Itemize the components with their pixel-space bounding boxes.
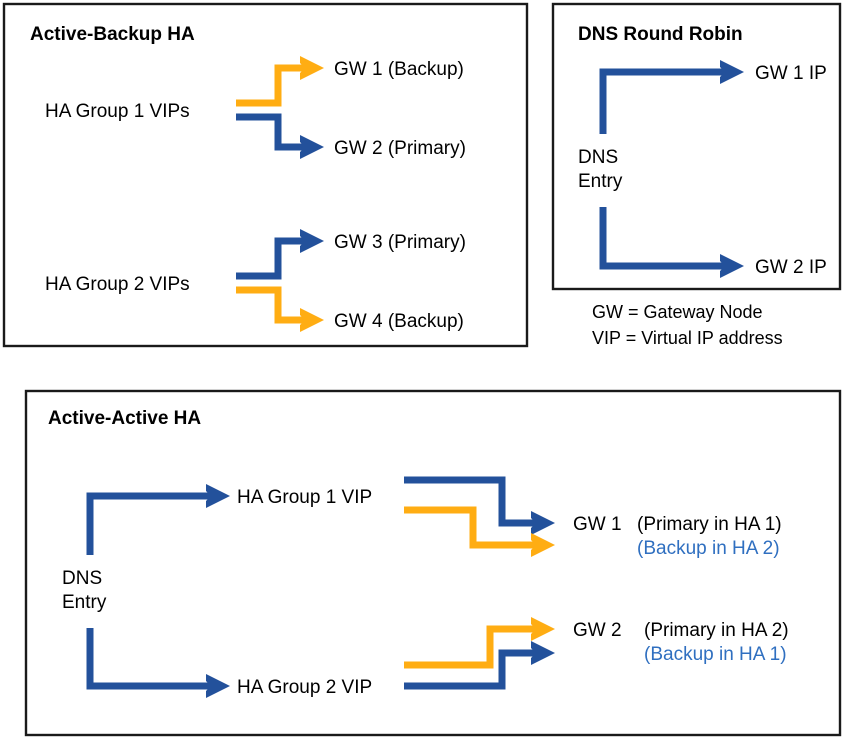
active-active-gw-1-primary-role: (Primary in HA 1) xyxy=(637,514,782,535)
ha-group-1-vips-label: HA Group 1 VIPs xyxy=(45,101,190,122)
flow-line-dns-gw2 xyxy=(599,207,723,270)
flow-group2-to-gw4-backup xyxy=(236,286,324,332)
flow-line-dns-gw1 xyxy=(599,68,723,134)
flow-line-group1-backup xyxy=(236,64,303,107)
flow-line-vip2-gw2-primary xyxy=(404,625,534,669)
active-active-dns-entry-label-line2: Entry xyxy=(62,592,107,613)
arrowhead-vip2-gw1-backup xyxy=(531,533,555,557)
flow-line-group2-backup xyxy=(236,286,303,324)
flow-group2-to-gw3-primary xyxy=(236,229,324,280)
legend-line-gw: GW = Gateway Node xyxy=(592,302,763,322)
dns-entry-label-line2: Entry xyxy=(578,171,623,192)
arrowhead-dns-vip1 xyxy=(206,484,230,508)
gw-1-backup-label: GW 1 (Backup) xyxy=(334,59,464,80)
flow-group1-to-gw2-primary xyxy=(236,113,324,159)
flow-line-vip1-gw1-primary xyxy=(404,476,534,527)
arrowhead-dns-gw2 xyxy=(720,254,744,278)
legend-line-vip: VIP = Virtual IP address xyxy=(592,328,783,348)
flow-line-group2-primary xyxy=(236,237,303,280)
flow-line-vip2-gw1-backup xyxy=(404,506,534,549)
ha-group-2-vips-label: HA Group 2 VIPs xyxy=(45,274,190,295)
flow-vip2-to-gw2-primary xyxy=(404,617,555,669)
gw-4-backup-label: GW 4 (Backup) xyxy=(334,311,464,332)
arrowhead-group1-backup xyxy=(300,56,324,80)
arrowhead-group2-primary xyxy=(300,229,324,253)
active-active-gw-2-backup-role: (Backup in HA 1) xyxy=(644,644,787,665)
dns-round-robin-panel-title: DNS Round Robin xyxy=(578,24,743,45)
active-active-gw-2-name: GW 2 xyxy=(573,620,622,641)
gw-3-primary-label: GW 3 (Primary) xyxy=(334,232,466,253)
flow-vip2-to-gw1-backup xyxy=(404,506,555,557)
active-active-panel-border xyxy=(24,389,842,737)
gw-2-ip-label: GW 2 IP xyxy=(755,257,827,278)
active-active-gw-2-primary-role: (Primary in HA 2) xyxy=(644,620,789,641)
flow-line-vip1-gw2-backup xyxy=(404,649,534,690)
flow-dns-to-gw2-ip xyxy=(599,207,744,278)
active-active-gw-1-name: GW 1 xyxy=(573,514,622,535)
ha-group-2-vip-label: HA Group 2 VIP xyxy=(237,677,372,698)
ha-group-1-vip-label: HA Group 1 VIP xyxy=(237,487,372,508)
active-active-dns-entry-label-line1: DNS xyxy=(62,568,102,589)
flow-line-group1-primary xyxy=(236,113,303,151)
gw-1-ip-label: GW 1 IP xyxy=(755,63,827,84)
flow-vip1-to-gw2-backup xyxy=(404,641,555,690)
flow-dns-to-ha-group-1-vip xyxy=(86,484,230,555)
flow-group1-to-gw1-backup xyxy=(236,56,324,107)
flow-line-dns-vip2 xyxy=(86,628,209,690)
active-active-gw-1-backup-role: (Backup in HA 2) xyxy=(637,538,780,559)
flow-dns-to-ha-group-2-vip xyxy=(86,628,230,698)
flow-line-dns-vip1 xyxy=(86,492,209,555)
active-backup-panel-title: Active-Backup HA xyxy=(30,24,195,45)
panel-active-backup-ha: Active-Backup HA HA Group 1 VIPs GW 1 (B… xyxy=(2,2,529,348)
arrowhead-vip2-gw2-primary xyxy=(531,617,555,641)
flow-dns-to-gw1-ip xyxy=(599,60,744,134)
panel-active-active-ha: Active-Active HA DNS Entry HA Group 1 VI… xyxy=(24,389,842,737)
flow-vip1-to-gw1-primary xyxy=(404,476,555,535)
dns-entry-label-line1: DNS xyxy=(578,147,618,168)
gw-2-primary-label: GW 2 (Primary) xyxy=(334,138,466,159)
arrowhead-group2-backup xyxy=(300,308,324,332)
panel-dns-round-robin: DNS Round Robin DNS Entry GW 1 IP GW 2 I… xyxy=(551,2,842,291)
arrowhead-dns-gw1 xyxy=(720,60,744,84)
arrowhead-dns-vip2 xyxy=(206,674,230,698)
arrowhead-vip1-gw1-primary xyxy=(531,511,555,535)
legend: GW = Gateway Node VIP = Virtual IP addre… xyxy=(592,302,783,348)
active-active-panel-title: Active-Active HA xyxy=(48,408,201,429)
arrowhead-group1-primary xyxy=(300,135,324,159)
arrowhead-vip1-gw2-backup xyxy=(531,641,555,665)
